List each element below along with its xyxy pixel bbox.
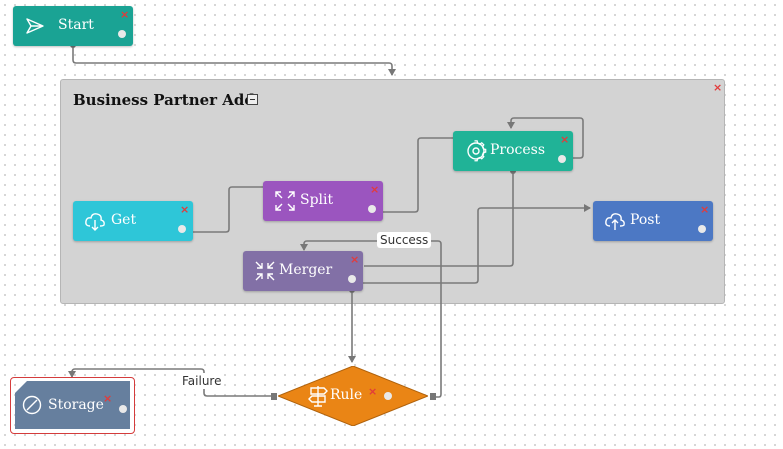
output-port[interactable] (118, 30, 126, 38)
node-process[interactable]: Process × (453, 131, 573, 171)
close-icon[interactable]: × (700, 203, 710, 216)
close-icon[interactable]: × (103, 392, 113, 405)
edge-split-process (331, 134, 509, 213)
node-label: Post (630, 212, 661, 228)
close-icon[interactable]: × (560, 133, 570, 146)
paper-plane-icon (26, 18, 44, 34)
output-port[interactable] (368, 205, 376, 213)
output-port[interactable] (178, 225, 186, 233)
signpost-icon (308, 386, 328, 407)
expand-arrows-icon (275, 191, 295, 211)
node-get[interactable]: Get × (73, 201, 193, 241)
storage-disc-icon (22, 395, 42, 415)
output-port[interactable] (384, 392, 392, 400)
edge-get-split (141, 183, 315, 233)
node-label: Rule (330, 387, 363, 403)
output-port[interactable] (348, 275, 356, 283)
cloud-upload-icon (605, 213, 625, 230)
output-port[interactable] (119, 405, 127, 413)
node-label: Storage (48, 397, 104, 413)
edge-label-failure: Failure (179, 373, 225, 389)
close-icon[interactable]: × (120, 8, 130, 21)
edge-process-merger (364, 171, 514, 267)
compress-arrows-icon (255, 261, 275, 281)
node-label: Process (490, 142, 546, 158)
edge-process-loop (507, 117, 584, 159)
gear-icon (467, 140, 487, 162)
group-title: Business Partner Add (73, 91, 255, 109)
node-start[interactable]: Start × (13, 6, 133, 46)
node-label: Get (111, 212, 137, 228)
edge-label-success: Success (377, 232, 432, 248)
edge-merger-post (311, 204, 591, 284)
output-port[interactable] (698, 225, 706, 233)
rule-diamond-shape (278, 366, 428, 426)
edge-rule-storage-failure (68, 368, 274, 397)
node-storage-selection (10, 377, 135, 434)
node-post[interactable]: Post × (593, 201, 713, 241)
node-storage[interactable]: Storage × (15, 381, 130, 429)
collapse-button[interactable] (247, 94, 258, 105)
node-rule[interactable]: Rule × (278, 366, 428, 426)
node-label: Merger (279, 262, 333, 278)
close-icon[interactable]: × (368, 385, 378, 398)
edge-start-group (72, 45, 396, 76)
group-close-icon[interactable]: × (713, 81, 723, 94)
edge-rule-merger-success (300, 240, 442, 398)
output-port[interactable] (558, 155, 566, 163)
node-label: Split (300, 192, 334, 208)
close-icon[interactable]: × (370, 183, 380, 196)
node-split[interactable]: Split × (263, 181, 383, 221)
cloud-download-icon (85, 213, 105, 231)
close-icon[interactable]: × (350, 253, 360, 266)
node-label: Start (58, 17, 94, 33)
storage-shape (15, 381, 130, 429)
close-icon[interactable]: × (180, 203, 190, 216)
node-merger[interactable]: Merger × (243, 251, 363, 291)
